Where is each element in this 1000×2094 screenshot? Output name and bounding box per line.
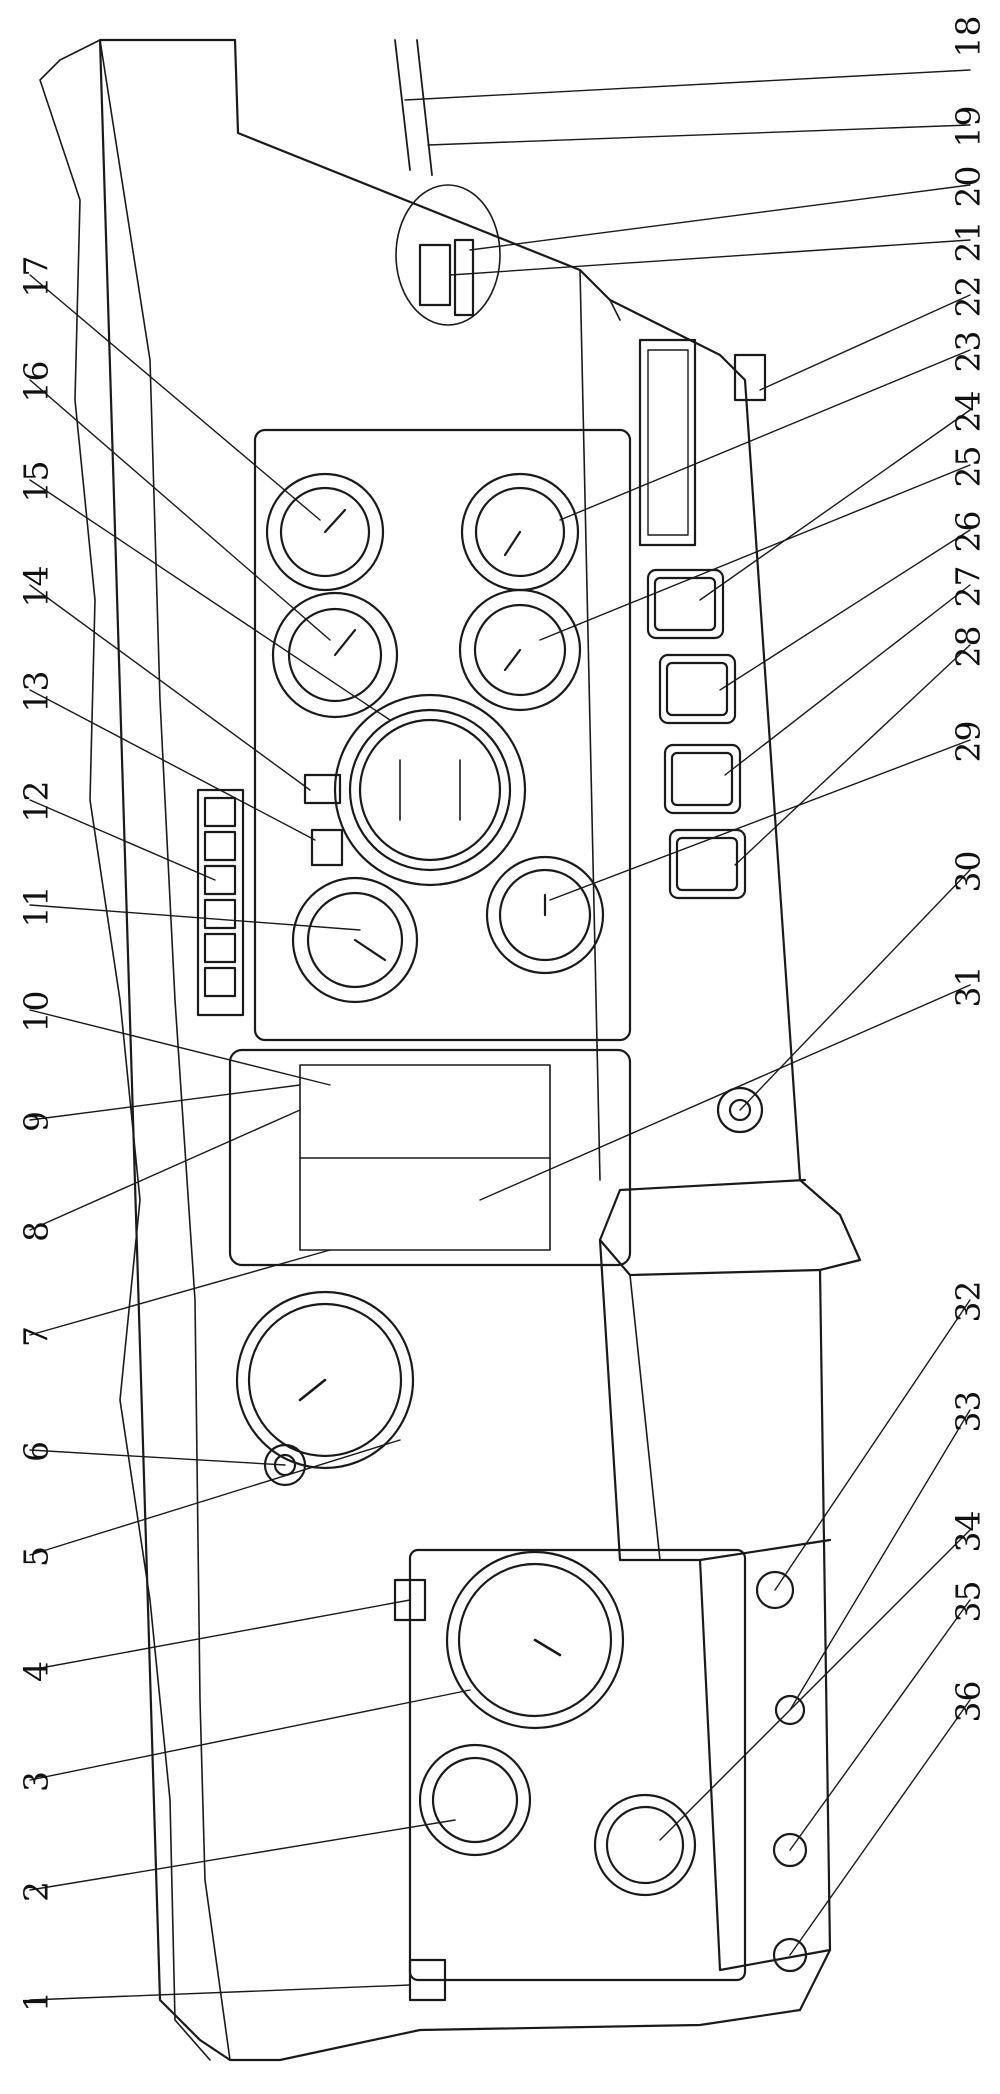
callout-14: 14 <box>16 565 56 608</box>
callout-27: 27 <box>948 565 988 608</box>
lamp-14 <box>303 773 342 805</box>
lamp-1 <box>408 1958 447 2002</box>
callout-2: 2 <box>16 1881 56 1902</box>
callout-1: 1 <box>16 1991 56 2012</box>
callout-10: 10 <box>16 990 56 1033</box>
part-21 <box>418 243 452 307</box>
right-panel-frame <box>698 1558 832 1972</box>
indicator-lamps <box>203 796 237 998</box>
temp-gauge <box>418 1743 532 1857</box>
callout-31: 31 <box>948 965 988 1008</box>
callout-17: 17 <box>16 255 56 298</box>
callout-32: 32 <box>948 1280 988 1323</box>
upper-gauges <box>265 472 605 1004</box>
callout-25: 25 <box>948 445 988 488</box>
indicator-box <box>228 1048 632 1267</box>
upper-right-panel <box>579 269 621 1181</box>
callout-20: 20 <box>948 165 988 208</box>
callout-28: 28 <box>948 625 988 668</box>
dashboard-outline <box>98 38 862 2062</box>
callout-12: 12 <box>16 780 56 823</box>
callout-18: 18 <box>948 15 988 58</box>
indicator-bars <box>299 1064 551 1251</box>
callout-26: 26 <box>948 510 988 553</box>
callout-34: 34 <box>948 1510 988 1553</box>
rail <box>394 39 433 176</box>
callout-19: 19 <box>948 105 988 148</box>
panel-back-edge <box>39 39 211 2061</box>
slot-23 <box>638 338 697 547</box>
lower-cluster-panel <box>408 1548 747 1982</box>
callout-5: 5 <box>16 1546 56 1567</box>
knob-30 <box>716 1086 764 1134</box>
rocker-switches <box>646 568 747 900</box>
callout-16: 16 <box>16 360 56 403</box>
console-front <box>598 1238 832 1562</box>
callout-13: 13 <box>16 670 56 713</box>
tachometer <box>445 1550 625 1730</box>
lamp-4 <box>393 1578 427 1622</box>
panel-top-edge <box>99 39 231 2061</box>
callout-9: 9 <box>16 1111 56 1132</box>
socket-32 <box>755 1570 795 1610</box>
part-22-bar <box>453 238 475 317</box>
callout-35: 35 <box>948 1580 988 1623</box>
callout-11: 11 <box>16 885 56 928</box>
callout-6: 6 <box>16 1441 56 1462</box>
upper-cluster-panel <box>253 428 632 1042</box>
callout-23: 23 <box>948 330 988 373</box>
callout-24: 24 <box>948 390 988 433</box>
callout-33: 33 <box>948 1390 988 1433</box>
speedometer-outer <box>235 1290 415 1470</box>
callout-4: 4 <box>16 1661 56 1682</box>
leader-lines-left <box>29 274 471 2001</box>
lower-console <box>629 1274 661 1561</box>
button-36 <box>772 1937 808 1973</box>
button-35 <box>772 1832 808 1868</box>
callout-3: 3 <box>16 1771 56 1792</box>
callout-22: 22 <box>948 275 988 318</box>
knob-6 <box>263 1443 307 1487</box>
knob-22 <box>733 353 767 402</box>
callout-15: 15 <box>16 460 56 503</box>
console-step <box>598 1178 822 1277</box>
callout-29: 29 <box>948 720 988 763</box>
callout-8: 8 <box>16 1221 56 1242</box>
callout-7: 7 <box>16 1326 56 1347</box>
lamp-13 <box>310 828 344 867</box>
detail-ellipse <box>395 184 501 326</box>
leader-lines-right <box>404 69 971 1956</box>
pressure-gauge <box>593 1793 697 1897</box>
callout-30: 30 <box>948 850 988 893</box>
callout-36: 36 <box>948 1680 988 1723</box>
callout-21: 21 <box>948 220 988 263</box>
knob-33 <box>774 1694 806 1726</box>
